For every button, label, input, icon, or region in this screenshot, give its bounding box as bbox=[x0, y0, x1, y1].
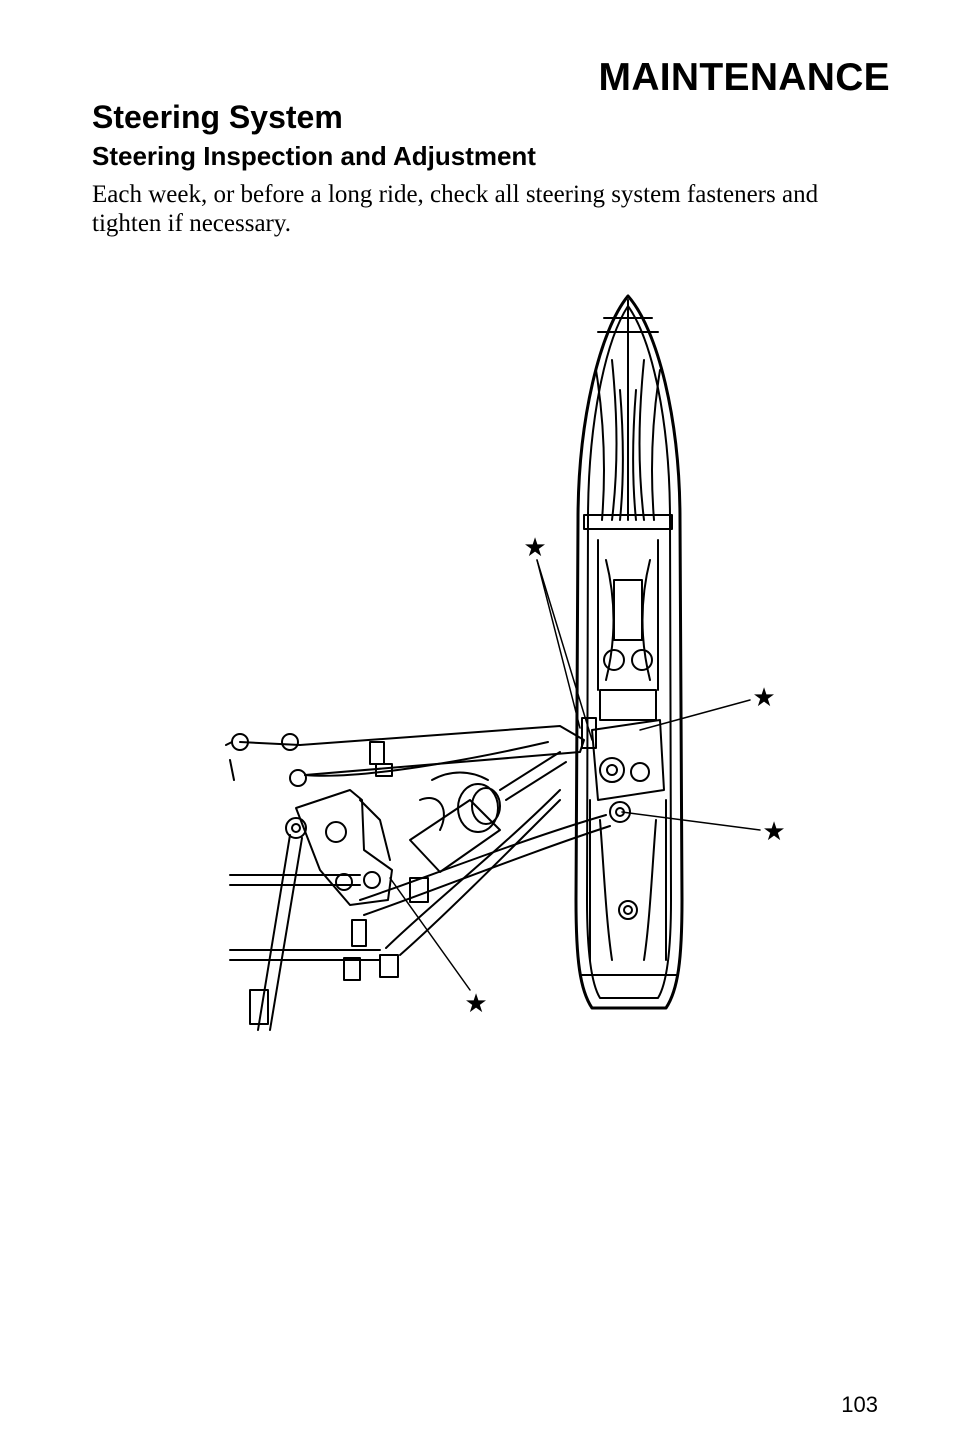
ski-drawing bbox=[574, 294, 684, 1010]
shock-absorber bbox=[409, 751, 567, 873]
upper-a-arm bbox=[225, 725, 585, 787]
lower-a-arm bbox=[359, 789, 611, 956]
callout-leaders bbox=[389, 559, 761, 991]
callout-star: ★ bbox=[523, 533, 546, 563]
frame-bracket bbox=[285, 789, 429, 981]
callout-star: ★ bbox=[464, 989, 487, 1019]
callout-star: ★ bbox=[752, 683, 775, 713]
subheading-steering-inspection: Steering Inspection and Adjustment bbox=[92, 141, 536, 171]
section-header: MAINTENANCE bbox=[598, 56, 890, 99]
chassis-rails bbox=[229, 874, 381, 961]
page-number: 103 bbox=[841, 1392, 878, 1417]
heading-steering-system: Steering System bbox=[92, 99, 343, 135]
tie-rod bbox=[249, 834, 303, 1031]
body-paragraph: Each week, or before a long ride, check … bbox=[92, 181, 819, 237]
callout-star: ★ bbox=[762, 817, 785, 847]
spindle-drawing bbox=[581, 717, 665, 823]
